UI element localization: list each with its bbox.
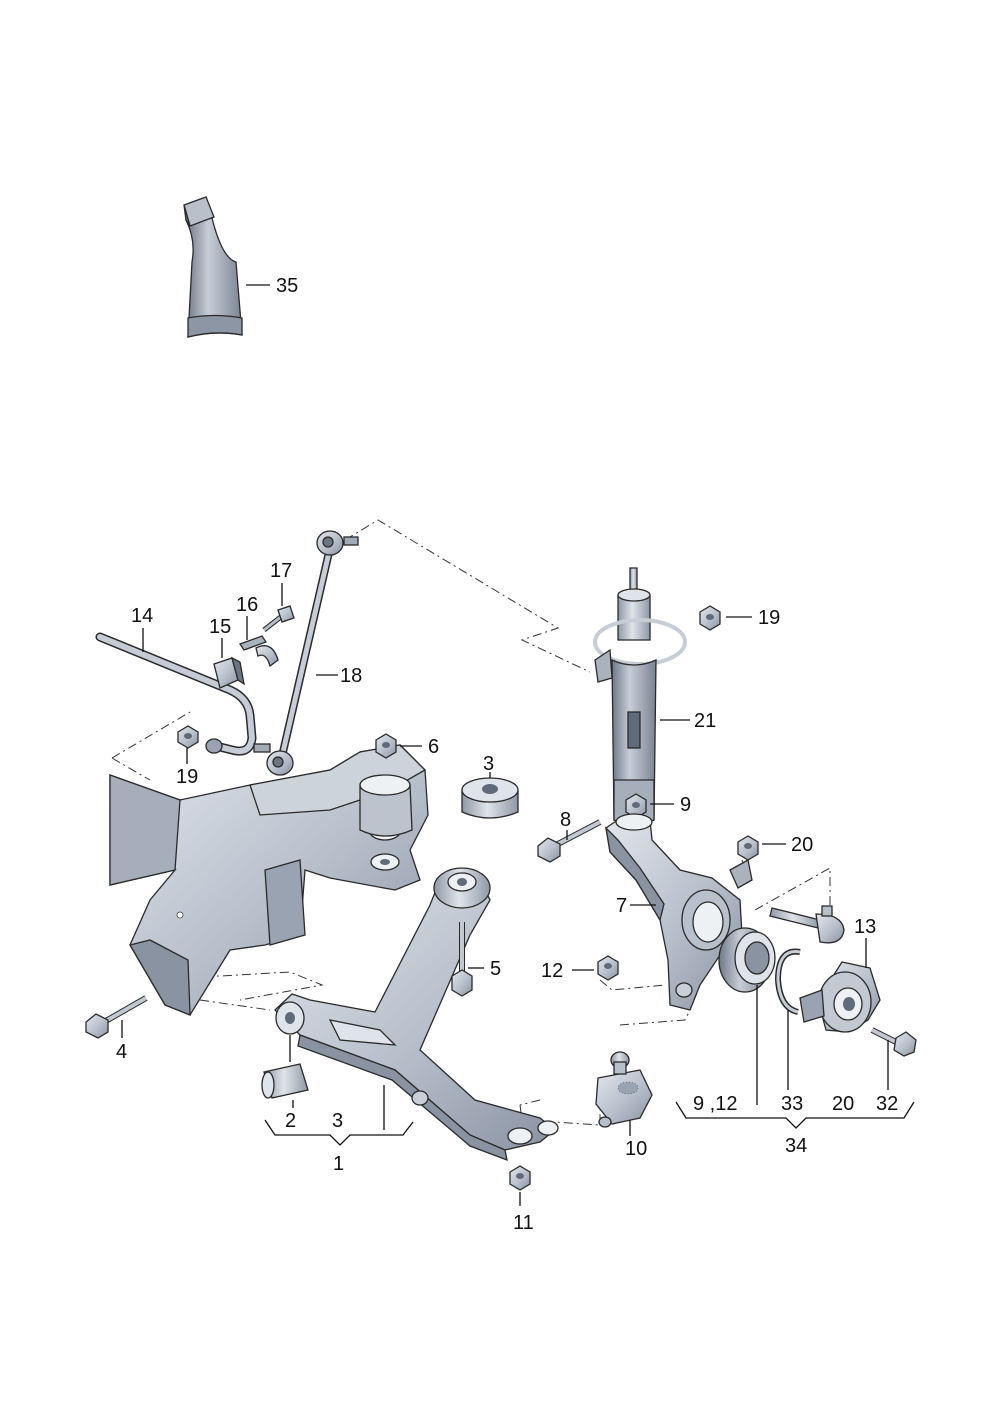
tie-rod-end-part xyxy=(769,905,845,944)
callout-10: 10 xyxy=(625,1138,647,1160)
callout-15: 15 xyxy=(209,616,231,638)
nut-19-right-part xyxy=(699,605,721,631)
callout-5: 5 xyxy=(490,958,501,980)
callout-34: 34 xyxy=(785,1135,807,1157)
callout-18: 18 xyxy=(340,665,362,687)
bushing-part xyxy=(213,656,245,689)
callout-8: 8 xyxy=(560,809,571,831)
callout-17: 17 xyxy=(270,560,292,582)
nut-6-part xyxy=(375,733,397,759)
wheel-bearing-part xyxy=(718,927,776,993)
circlip-part xyxy=(774,948,801,1015)
callout-2: 2 xyxy=(285,1110,296,1132)
control-arm-part xyxy=(274,867,559,1162)
callout-19-left: 19 xyxy=(176,766,198,788)
callout-35: 35 xyxy=(276,275,298,297)
bolt-5-part xyxy=(451,922,473,997)
callout-1: 1 xyxy=(333,1153,344,1175)
bolt-4-part xyxy=(85,995,148,1039)
callout-3-bottom: 3 xyxy=(332,1110,343,1132)
bolt-32-part xyxy=(870,1027,917,1057)
wheel-hub-part xyxy=(799,961,881,1033)
callout-21: 21 xyxy=(694,710,716,732)
callout-32: 32 xyxy=(876,1093,898,1115)
clamp-part xyxy=(239,635,279,668)
callout-9: 9 xyxy=(680,794,691,816)
callout-13: 13 xyxy=(854,916,876,938)
nut-9-part xyxy=(625,793,647,819)
callout-4: 4 xyxy=(116,1041,127,1063)
brace-34 xyxy=(675,1101,915,1129)
callout-16: 16 xyxy=(236,594,258,616)
shock-strut-part xyxy=(593,567,687,825)
nut-12-part xyxy=(597,955,619,981)
callout-11: 11 xyxy=(513,1212,534,1234)
ball-joint-part xyxy=(595,1051,653,1128)
callout-6: 6 xyxy=(428,736,439,758)
callout-14: 14 xyxy=(131,605,153,627)
callout-7: 7 xyxy=(616,895,627,917)
callout-3-top: 3 xyxy=(483,753,494,775)
callout-20-kit: 20 xyxy=(832,1093,854,1115)
callout-33: 33 xyxy=(781,1093,803,1115)
brace-1 xyxy=(264,1119,414,1146)
nut-11-part xyxy=(509,1165,531,1191)
callout-19-right: 19 xyxy=(758,607,780,629)
stabilizer-bar-part xyxy=(95,632,257,756)
grease-tube-part xyxy=(183,196,243,338)
nut-19-left-part xyxy=(177,725,199,749)
bushing-3-top-part xyxy=(461,777,519,819)
coupling-rod-part xyxy=(253,530,359,776)
nut-20-part xyxy=(737,835,759,861)
subframe-part xyxy=(109,744,429,1016)
bushing-2-part xyxy=(261,1063,309,1099)
callout-9-12: 9 ,12 xyxy=(693,1093,737,1115)
bolt-17-part xyxy=(262,605,295,632)
callout-12: 12 xyxy=(541,960,563,982)
bolt-8-part xyxy=(537,819,602,863)
steering-knuckle-part xyxy=(605,813,753,1011)
callout-20: 20 xyxy=(791,834,813,856)
